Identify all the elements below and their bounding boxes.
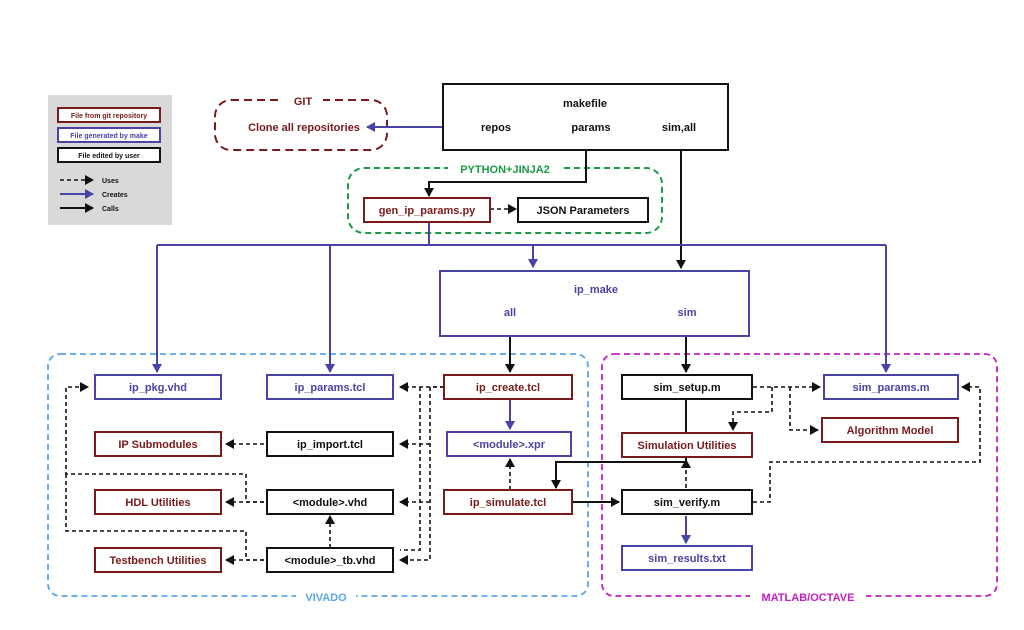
- edge-vhd-ippkg: [65, 382, 264, 503]
- legend-swatch-user: [57, 147, 161, 163]
- legend-swatch-git: [57, 107, 161, 123]
- vivado-group-label: VIVADO: [305, 592, 347, 604]
- ip-make-title: ip_make: [574, 284, 618, 296]
- ip-create-label: ip_create.tcl: [476, 382, 540, 394]
- module-xpr-label: <module>.xpr: [473, 439, 546, 451]
- legend-creates-label: Creates: [102, 192, 128, 199]
- legend: File from git repository File generated …: [48, 95, 172, 225]
- module-xpr-box[interactable]: [446, 431, 572, 457]
- algorithm-model-box[interactable]: [821, 417, 959, 443]
- legend-calls-label: Calls: [102, 206, 119, 213]
- hdl-utilities-label: HDL Utilities: [125, 497, 190, 509]
- algorithm-model-label: Algorithm Model: [847, 425, 934, 437]
- legend-label-make: File generated by make: [70, 133, 148, 140]
- simulation-utilities-box[interactable]: [621, 432, 753, 458]
- json-params-label: JSON Parameters: [537, 205, 630, 217]
- makefile-target-params[interactable]: params: [571, 122, 610, 134]
- edge-simsetup-algo: [789, 387, 819, 435]
- edge-ipparams-inner: [400, 387, 421, 551]
- module-vhd-label: <module>.vhd: [293, 497, 368, 509]
- vivado-group-label-bg: [296, 588, 356, 604]
- git-group-label-bg: [283, 92, 323, 108]
- legend-label-user: File edited by user: [78, 153, 140, 160]
- ip-submodules-box[interactable]: [94, 431, 222, 457]
- sim-results-label: sim_results.txt: [648, 553, 726, 565]
- edge-simverify-simparams: [753, 382, 981, 503]
- sim-results-box[interactable]: [621, 545, 753, 571]
- ip-make-box[interactable]: [439, 270, 750, 337]
- legend-swatch-make: [57, 127, 161, 143]
- gen-ip-params-box[interactable]: [363, 197, 491, 223]
- ip-pkg-box[interactable]: [94, 374, 222, 400]
- makefile-target-sim-all[interactable]: sim,all: [662, 122, 696, 134]
- makefile-target-repos[interactable]: repos: [481, 122, 511, 134]
- legend-uses-label: Uses: [102, 178, 119, 185]
- sim-setup-label: sim_setup.m: [653, 382, 720, 394]
- hdl-utilities-box[interactable]: [94, 489, 222, 515]
- testbench-utilities-label: Testbench Utilities: [110, 555, 207, 567]
- edges: [65, 122, 981, 565]
- ip-params-tcl-label: ip_params.tcl: [295, 382, 366, 394]
- makefile-title: makefile: [563, 98, 607, 110]
- python-group-label: PYTHON+JINJA2: [460, 164, 550, 176]
- legend-label-git: File from git repository: [71, 113, 147, 120]
- ip-make-target-all[interactable]: all: [504, 307, 516, 319]
- makefile-box[interactable]: [442, 83, 729, 151]
- ip-submodules-label: IP Submodules: [118, 439, 197, 451]
- edge-ipcreate-tb: [399, 386, 444, 565]
- edge-tb-ippkg: [65, 474, 264, 561]
- ip-simulate-label: ip_simulate.tcl: [470, 497, 546, 509]
- edge-simsetup-simutils: [728, 387, 773, 431]
- module-tb-label: <module>_tb.vhd: [284, 555, 375, 567]
- ip-create-box[interactable]: [443, 374, 573, 400]
- module-tb-box[interactable]: [266, 547, 394, 573]
- sim-verify-label: sim_verify.m: [654, 497, 721, 509]
- python-group-label-bg: [448, 160, 562, 176]
- vivado-group: [47, 353, 589, 597]
- sim-params-box[interactable]: [823, 374, 959, 400]
- matlab-group-label: MATLAB/OCTAVE: [762, 592, 855, 604]
- clone-repositories: Clone all repositories: [248, 122, 360, 134]
- git-group-label: GIT: [294, 96, 313, 108]
- ip-simulate-box[interactable]: [443, 489, 573, 515]
- json-params-box[interactable]: [517, 197, 649, 223]
- testbench-utilities-box[interactable]: [94, 547, 222, 573]
- gen-ip-params-label: gen_ip_params.py: [379, 205, 476, 217]
- simulation-utilities-label: Simulation Utilities: [637, 440, 736, 452]
- ip-pkg-label: ip_pkg.vhd: [129, 382, 187, 394]
- edge-simsetup-simulate: [551, 399, 687, 489]
- ip-params-tcl-box[interactable]: [266, 374, 394, 400]
- matlab-group-label-bg: [750, 588, 866, 604]
- ip-import-label: ip_import.tcl: [297, 439, 363, 451]
- sim-params-label: sim_params.m: [852, 382, 929, 394]
- ip-import-box[interactable]: [266, 431, 394, 457]
- ip-make-target-sim[interactable]: sim: [678, 307, 697, 319]
- edge-params-genip: [424, 140, 587, 197]
- sim-setup-box[interactable]: [621, 374, 753, 400]
- sim-verify-box[interactable]: [621, 489, 753, 515]
- module-vhd-box[interactable]: [266, 489, 394, 515]
